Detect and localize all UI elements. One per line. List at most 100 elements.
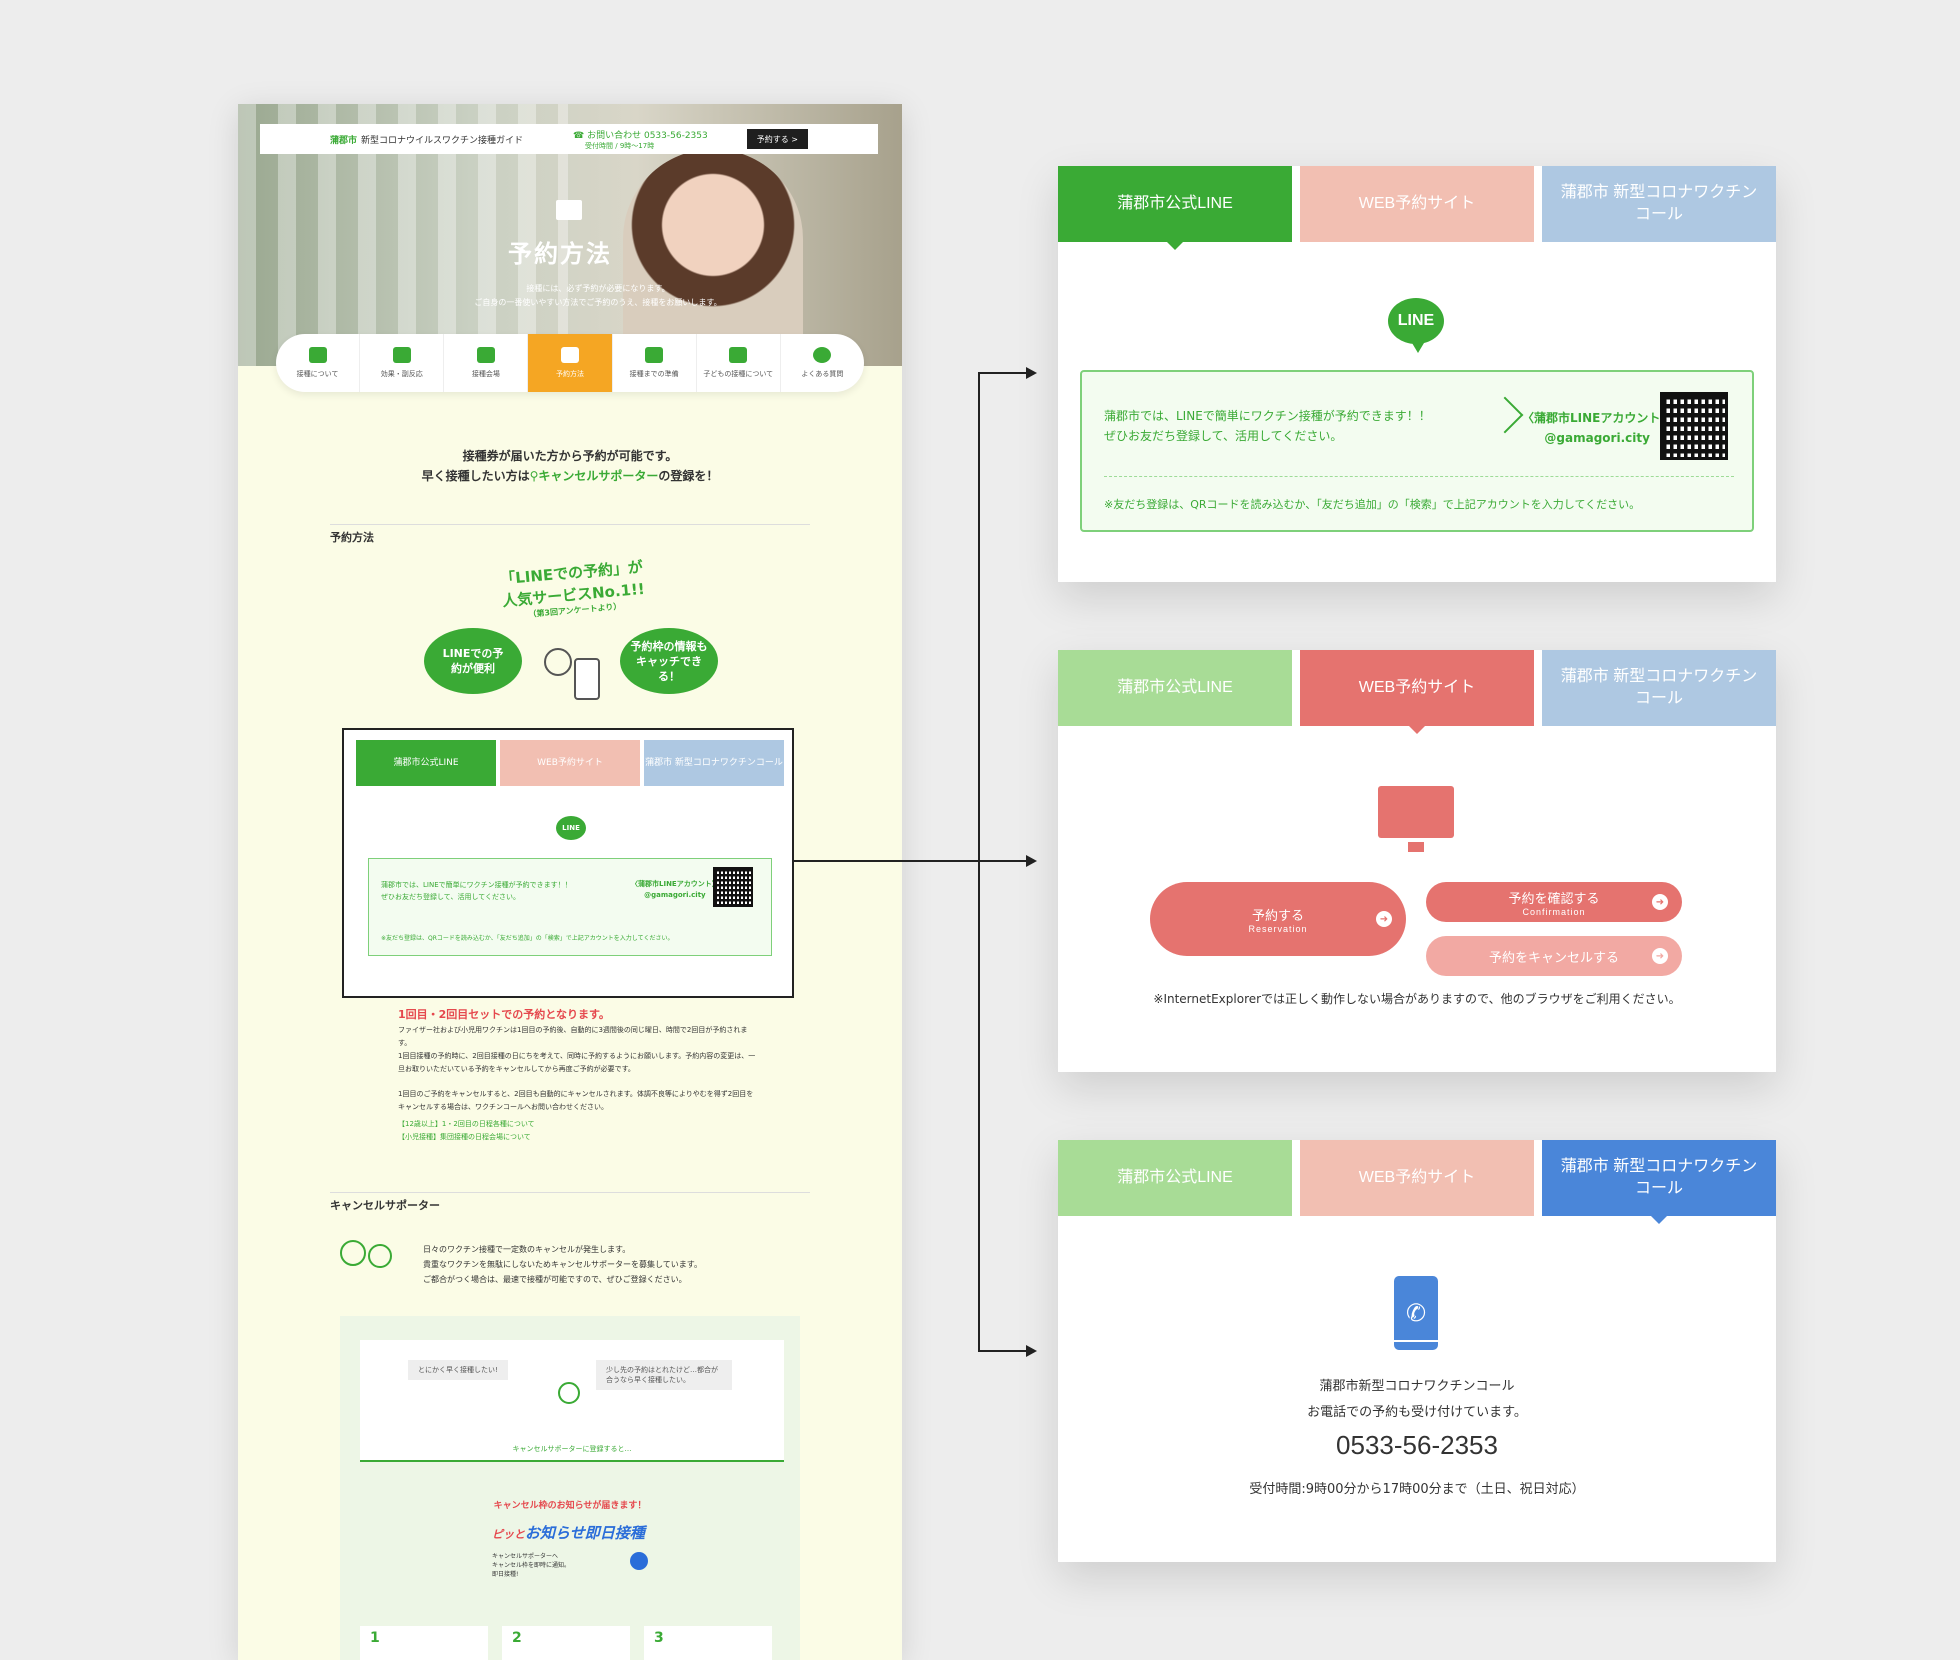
nav-item-venue[interactable]: 接種会場: [444, 334, 529, 392]
cancel-reservation-button[interactable]: 予約をキャンセルする ➜: [1426, 936, 1682, 976]
site-header: 蒲郡市 新型コロナウイルスワクチン接種ガイド ☎ お問い合わせ 0533-56-…: [260, 124, 878, 154]
ie-notice: ※InternetExplorerでは正しく動作しない場合がありますので、他のブ…: [1153, 992, 1681, 1006]
monitor-icon: [1378, 786, 1454, 852]
nav-item-about[interactable]: 接種について: [276, 334, 361, 392]
preview-line-box: 蒲郡市では、LINEで簡単にワクチン接種が予約できます！！ぜひお友だち登録して、…: [368, 858, 772, 956]
reservation-para-3: 1回目のご予約をキャンセルすると、2回目も自動的にキャンセルされます。体調不良等…: [398, 1090, 754, 1111]
card-tabs: 蒲郡市公式LINE WEB予約サイト 蒲郡市 新型コロナワクチンコール: [1058, 1140, 1776, 1224]
building-icon: [476, 347, 495, 363]
speech-bubble: とにかく早く接種したい!: [408, 1360, 508, 1380]
tab-web[interactable]: WEB予約サイト: [1300, 650, 1534, 734]
cancel-supporter-link[interactable]: ⚲キャンセルサポーター: [529, 469, 659, 483]
qr-code-icon[interactable]: [713, 867, 753, 907]
arrow-right-icon: ➜: [1652, 894, 1668, 910]
reservation-para-2: 1回目接種の予約時に、2回目接種の日にちを考えて、同時に予約するようにお願いしま…: [398, 1052, 756, 1073]
tab-line[interactable]: 蒲郡市公式LINE: [1058, 650, 1292, 726]
call-center-name: 蒲郡市新型コロナワクチンコール: [1319, 1379, 1515, 1394]
nav-item-effects[interactable]: 効果・副反応: [360, 334, 445, 392]
arrow-icon: [1026, 1345, 1037, 1357]
call-hours: 受付時間:9時00分から17時00分まで（土日、祝日対応）: [1249, 1482, 1585, 1497]
tab-call[interactable]: 蒲郡市 新型コロナワクチンコール: [1542, 650, 1776, 726]
nav-item-children[interactable]: 子どもの接種について: [697, 334, 781, 392]
person-icon: [392, 347, 411, 363]
hero-subtitle: 接種には、必ず予約が必要になります。 ご自身の一番使いやすい方法でご予約のうえ、…: [474, 284, 722, 307]
tab-pointer: [1651, 1216, 1667, 1224]
line-text-2: ぜひお友だち登録して、活用してください。: [1104, 429, 1343, 443]
section-heading-reserve: 予約方法: [330, 524, 810, 545]
line-logo-icon: LINE: [556, 816, 586, 840]
site-logo[interactable]: 蒲郡市: [330, 135, 358, 146]
phone-icon: ✆: [1394, 1276, 1438, 1350]
connector-line: [978, 372, 1030, 374]
step-card: 3: [644, 1626, 772, 1660]
nav-item-faq[interactable]: よくある質問: [781, 334, 864, 392]
connector-line: [978, 1350, 1030, 1352]
tab-line[interactable]: 蒲郡市公式LINE: [356, 740, 496, 786]
hero-banner: 蒲郡市 新型コロナウイルスワクチン接種ガイド ☎ お問い合わせ 0533-56-…: [238, 104, 902, 366]
nav-item-preparation[interactable]: 接種までの準備: [613, 334, 697, 392]
schedule-link-12plus[interactable]: 【12歳以上】1・2回目の日程各種について: [398, 1120, 535, 1128]
arrow-right-icon: ➜: [1652, 948, 1668, 964]
tab-call[interactable]: 蒲郡市 新型コロナワクチンコール: [1542, 1140, 1776, 1224]
line-account-label: 〈蒲郡市LINEアカウント〉: [1522, 411, 1673, 425]
section-heading-cancel: キャンセルサポーター: [330, 1192, 810, 1213]
schedule-links: 【12歳以上】1・2回目の日程各種について 【小児接種】集団接種の日程会場につい…: [398, 1118, 535, 1144]
connector-line: [794, 860, 980, 862]
chevron-right-icon: [1486, 396, 1524, 434]
person-illustration-icon: [558, 1382, 580, 1404]
step-card: 1: [360, 1626, 488, 1660]
line-text-1: 蒲郡市では、LINEで簡単にワクチン接種が予約できます！！: [1104, 409, 1431, 423]
connector-line: [978, 372, 980, 1352]
supporter-scenario: とにかく早く接種したい! 少し先の予約はとれたけど…都合が合うなら早く接種したい…: [360, 1340, 784, 1462]
card-call: 蒲郡市公式LINE WEB予約サイト 蒲郡市 新型コロナワクチンコール ✆ 蒲郡…: [1058, 1140, 1776, 1562]
popular-badge: 「LINEでの予約」が 人気サービスNo.1!! （第3回アンケートより）: [499, 557, 646, 619]
hero-photo: [623, 149, 803, 366]
link-icon: ⚲: [529, 469, 539, 483]
arrow-icon: [1026, 367, 1037, 379]
nav-item-reservation[interactable]: 予約方法: [528, 334, 613, 392]
bubble-line-convenient: LINEでの予約が便利: [424, 628, 522, 694]
supporter-person-icon: [340, 1240, 366, 1266]
instant-vaccination-brand: ピッとお知らせ即日接種: [492, 1524, 645, 1542]
tab-web[interactable]: WEB予約サイト: [500, 740, 640, 786]
hero-title: 予約方法: [508, 240, 612, 268]
preview-tabs: 蒲郡市公式LINE WEB予約サイト 蒲郡市 新型コロナワクチンコール: [356, 740, 784, 786]
checklist-icon: [645, 347, 664, 363]
phone-icon: ☎: [573, 130, 588, 141]
header-reserve-button[interactable]: 予約する >: [746, 129, 808, 149]
set-reservation-notice: 1回目・2回目セットでの予約となります。: [398, 1008, 610, 1021]
smartphone-icon: [574, 658, 600, 700]
step-card: 2: [502, 1626, 630, 1660]
tab-pointer: [1167, 242, 1183, 250]
instant-vaccination-desc: キャンセルサポーターへ キャンセル枠を即時に通知。 即日接種!: [492, 1553, 571, 1578]
tab-web[interactable]: WEB予約サイト: [1300, 166, 1534, 242]
family-icon: [729, 347, 748, 363]
bell-icon: [630, 1552, 648, 1570]
divider: [1104, 476, 1734, 477]
intro-text: 接種券が届いた方から予約が可能です。 早く接種したい方は⚲キャンセルサポーターの…: [421, 449, 719, 483]
page-mockup: 蒲郡市 新型コロナウイルスワクチン接種ガイド ☎ お問い合わせ 0533-56-…: [238, 104, 902, 1660]
cancel-supporter-text: 日々のワクチン接種で一定数のキャンセルが発生します。 貴重なワクチンを無駄にしな…: [423, 1245, 702, 1284]
cancel-supporter-panel: とにかく早く接種したい! 少し先の予約はとれたけど…都合が合うなら早く接種したい…: [340, 1316, 800, 1660]
header-phone-hours: 受付時間 / 9時～17時: [585, 141, 655, 150]
site-title: 新型コロナウイルスワクチン接種ガイド: [361, 135, 524, 146]
tab-pointer: [1409, 726, 1425, 734]
tab-call[interactable]: 蒲郡市 新型コロナワクチンコール: [644, 740, 784, 786]
tab-web[interactable]: WEB予約サイト: [1300, 1140, 1534, 1216]
section-nav: 接種について 効果・副反応 接種会場 予約方法 接種までの準備 子どもの接種につ…: [276, 334, 864, 392]
qr-code-icon[interactable]: [1660, 392, 1728, 460]
supporter-person-icon: [368, 1244, 392, 1268]
card-tabs: 蒲郡市公式LINE WEB予約サイト 蒲郡市 新型コロナワクチンコール: [1058, 166, 1776, 250]
line-account-id[interactable]: @gamagori.city: [1544, 431, 1650, 445]
tab-line[interactable]: 蒲郡市公式LINE: [1058, 166, 1292, 250]
syringe-icon: [308, 347, 327, 363]
schedule-link-children[interactable]: 【小児接種】集団接種の日程会場について: [398, 1133, 531, 1141]
card-tabs: 蒲郡市公式LINE WEB予約サイト 蒲郡市 新型コロナワクチンコール: [1058, 650, 1776, 734]
tab-call[interactable]: 蒲郡市 新型コロナワクチンコール: [1542, 166, 1776, 242]
supporter-caption: キャンセルサポーターに登録すると…: [512, 1445, 632, 1453]
header-phone: ☎ お問い合わせ 0533-56-2353 受付時間 / 9時～17時: [573, 130, 708, 150]
tab-line[interactable]: 蒲郡市公式LINE: [1058, 1140, 1292, 1216]
call-phone-number[interactable]: 0533-56-2353: [1336, 1430, 1498, 1460]
